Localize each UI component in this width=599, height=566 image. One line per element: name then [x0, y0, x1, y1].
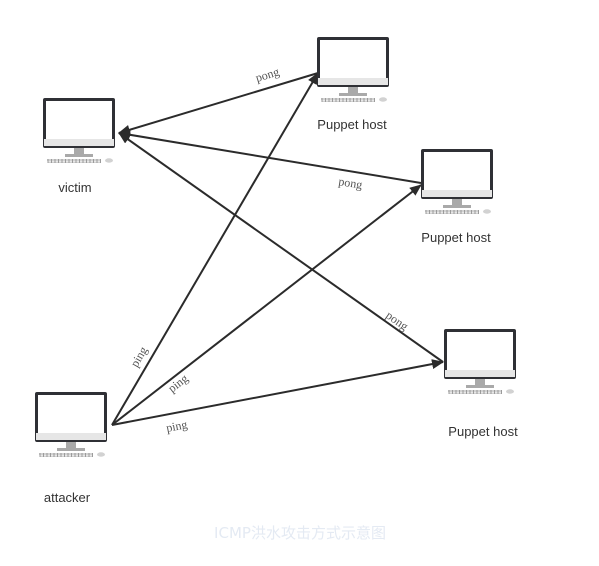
edge-attacker-puppet3 [111, 359, 444, 426]
node-label-puppet-host-3: Puppet host [448, 424, 518, 439]
edge-puppet3-victim [118, 132, 444, 363]
watermark-text: ICMP洪水攻击方式示意图 [214, 524, 386, 542]
edge-attacker-puppet1 [111, 72, 319, 426]
edge-label-pong-1: pong [254, 64, 281, 84]
monitor-icon [444, 329, 516, 394]
monitor-icon [43, 98, 115, 163]
node-label-attacker: attacker [43, 490, 91, 505]
node-label-victim: victim [58, 180, 92, 195]
edge-label-ping-3: ping [165, 417, 189, 435]
edge-puppet1-victim [118, 72, 319, 135]
edge-attacker-puppet2 [111, 184, 422, 426]
edge-label-pong-2: pong [338, 174, 364, 192]
monitor-icon [35, 392, 107, 457]
monitor-icon [421, 149, 493, 214]
edge-puppet2-victim [118, 129, 422, 184]
node-label-puppet-host-1: Puppet host [317, 117, 387, 132]
node-label-puppet-host-2: Puppet host [421, 230, 491, 245]
edge-label-ping-2: ping [165, 371, 190, 395]
monitor-icon [317, 37, 389, 102]
